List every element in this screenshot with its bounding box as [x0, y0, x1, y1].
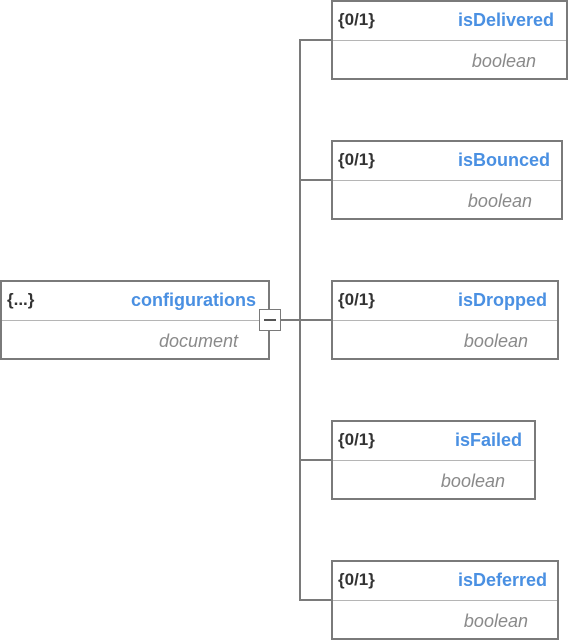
child-cardinality: {0/1}	[338, 570, 375, 589]
connector-child-4	[299, 599, 331, 601]
connector-child-1	[299, 179, 331, 181]
child-name: isDropped	[457, 290, 547, 310]
root-name: configurations	[131, 290, 256, 310]
child-type: boolean	[463, 611, 528, 631]
child-cardinality: {0/1}	[338, 150, 375, 169]
collapse-toggle-button[interactable]	[259, 309, 281, 331]
child-node-isdelivered[interactable]: {0/1} isDelivered boolean	[331, 0, 568, 80]
connector-child-0	[299, 39, 331, 41]
child-type: boolean	[467, 191, 532, 211]
child-node-header: {0/1} isDeferred	[333, 562, 557, 601]
child-node-header: {0/1} isBounced	[333, 142, 561, 181]
root-type: document	[158, 331, 238, 351]
child-cardinality: {0/1}	[338, 10, 375, 29]
connector-child-3	[299, 459, 331, 461]
child-node-header: {0/1} isDelivered	[333, 2, 566, 41]
child-name: isFailed	[454, 430, 522, 450]
child-node-header: {0/1} isDropped	[333, 282, 557, 321]
child-node-header: {0/1} isFailed	[333, 422, 534, 461]
child-type: boolean	[463, 331, 528, 351]
connector-child-2	[299, 319, 331, 321]
child-node-isbounced[interactable]: {0/1} isBounced boolean	[331, 140, 563, 220]
child-name: isDelivered	[457, 10, 554, 30]
minus-icon	[264, 319, 276, 321]
child-node-isdeferred[interactable]: {0/1} isDeferred boolean	[331, 560, 559, 640]
child-cardinality: {0/1}	[338, 290, 375, 309]
child-node-isdropped[interactable]: {0/1} isDropped boolean	[331, 280, 559, 360]
root-cardinality: {...}	[7, 290, 35, 309]
child-name: isDeferred	[457, 570, 547, 590]
root-node[interactable]: {...} configurations document	[0, 280, 270, 360]
child-type: boolean	[440, 471, 505, 491]
root-node-header: {...} configurations	[2, 282, 268, 321]
child-type: boolean	[471, 51, 536, 71]
child-node-isfailed[interactable]: {0/1} isFailed boolean	[331, 420, 536, 500]
child-name: isBounced	[457, 150, 550, 170]
child-cardinality: {0/1}	[338, 430, 375, 449]
